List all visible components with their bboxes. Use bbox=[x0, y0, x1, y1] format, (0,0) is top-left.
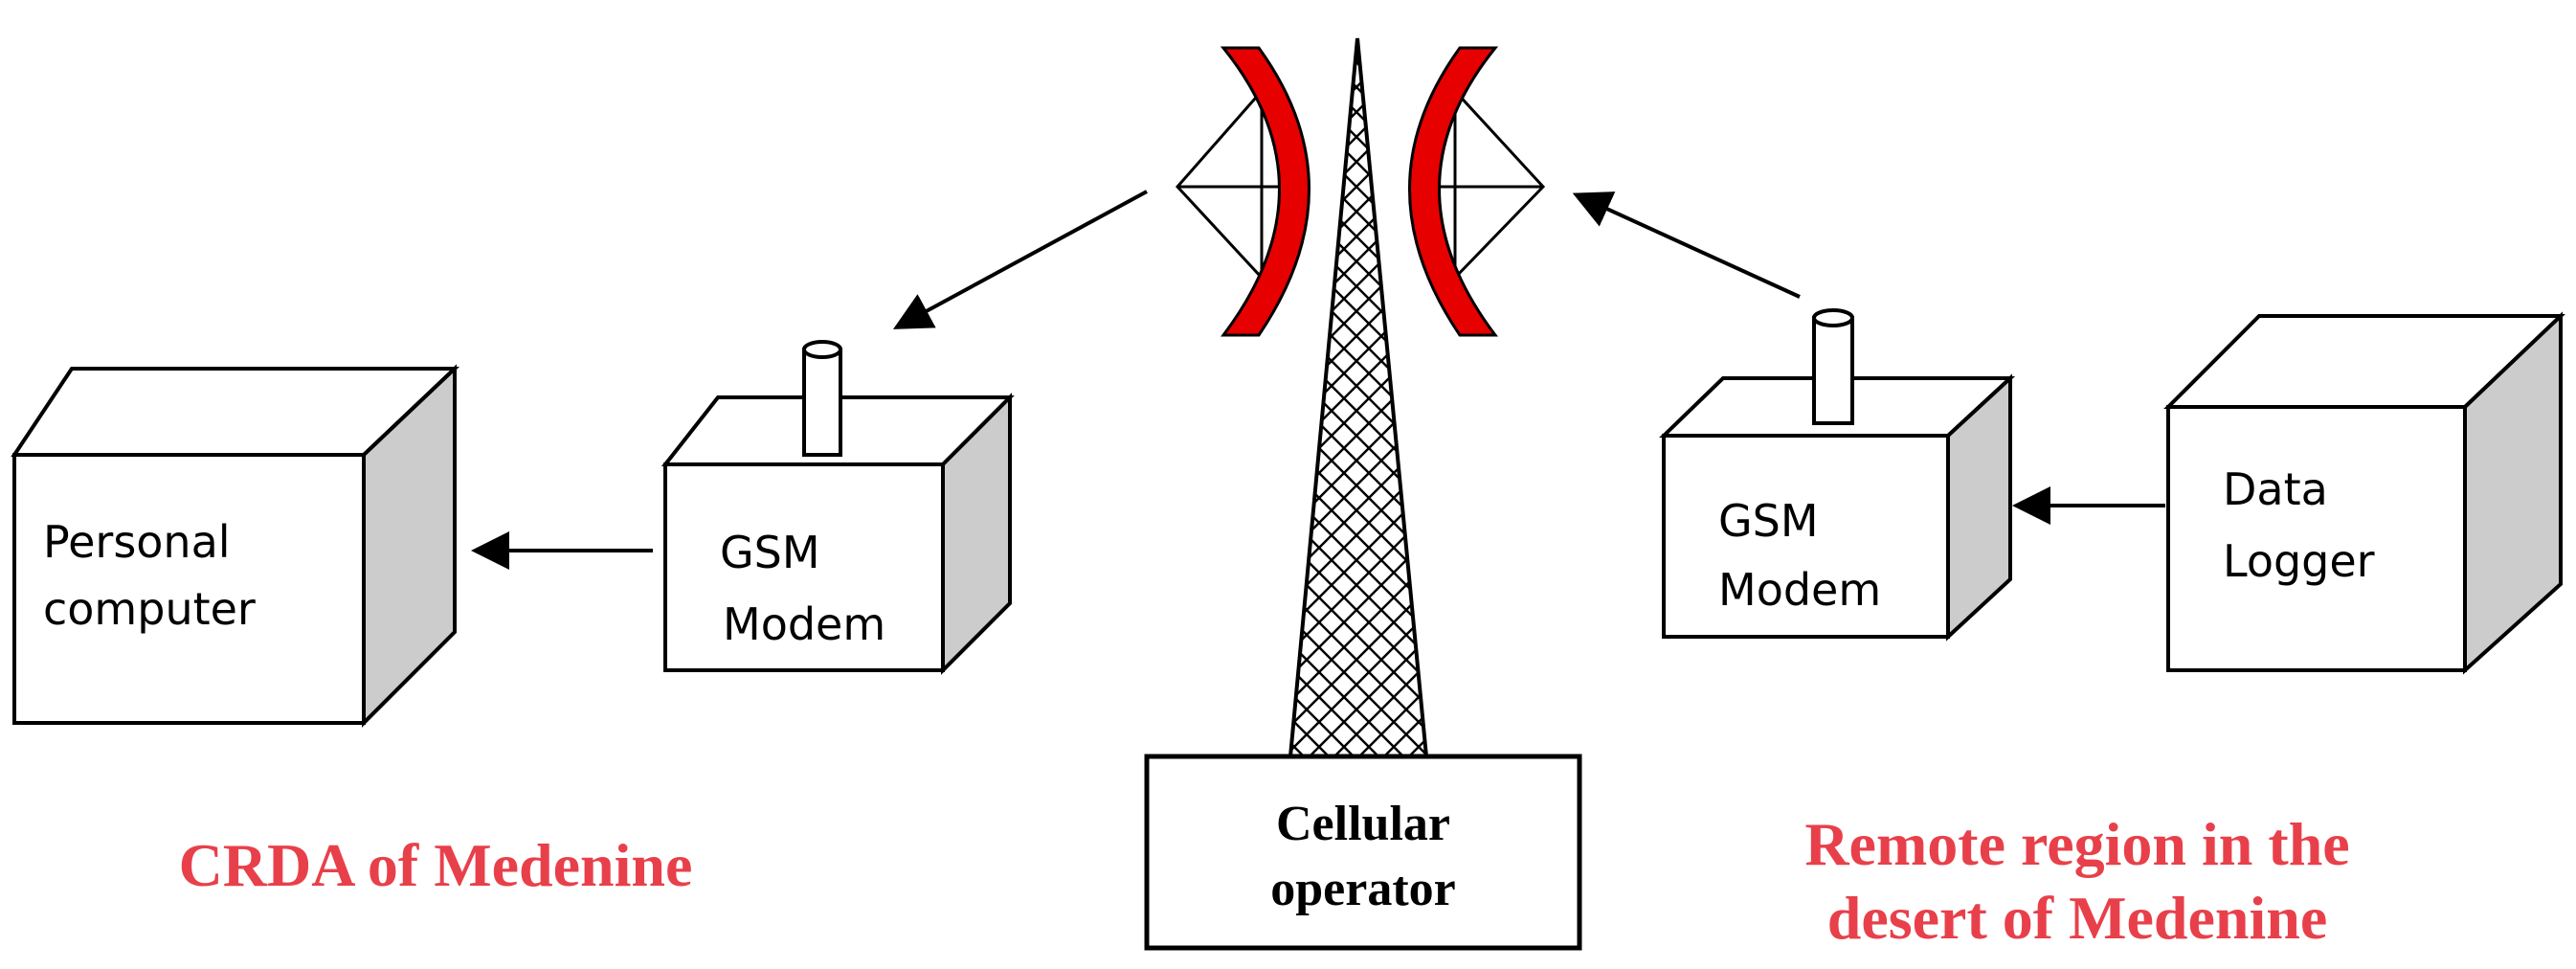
region-right-label-line1: Remote region in the bbox=[1804, 810, 2349, 878]
modem-left-label-line1: GSM bbox=[720, 527, 820, 578]
data-logger-box: Data Logger bbox=[2163, 311, 2566, 675]
arrow-tower-to-left-modem bbox=[892, 190, 1148, 329]
modem-left-front bbox=[663, 462, 945, 672]
modem-left-label-line2: Modem bbox=[723, 598, 885, 650]
right-dish-icon bbox=[1408, 46, 1546, 337]
modem-right-front bbox=[1662, 434, 1950, 639]
logger-label-line1: Data bbox=[2223, 463, 2328, 515]
modem-right-label-line2: Modem bbox=[1718, 564, 1881, 616]
region-left-label: CRDA of Medenine bbox=[179, 831, 693, 899]
cellular-operator-box: Cellular operator bbox=[1144, 754, 1582, 951]
operator-label-line1: Cellular bbox=[1276, 797, 1450, 851]
pc-label-line1: Personal bbox=[43, 516, 231, 568]
antenna-icon bbox=[802, 340, 842, 457]
arrow-icon bbox=[471, 190, 2165, 570]
modem-right-label-line1: GSM bbox=[1718, 495, 1819, 547]
tower-lattice bbox=[1288, 37, 1429, 758]
pc-box-front bbox=[12, 453, 366, 725]
gsm-modem-right: GSM Modem bbox=[1659, 308, 2016, 642]
operator-label-line2: operator bbox=[1270, 862, 1455, 916]
logger-label-line2: Logger bbox=[2223, 535, 2375, 587]
region-right-label-line2: desert of Medenine bbox=[1827, 884, 2328, 952]
left-dish-icon bbox=[1175, 46, 1310, 337]
pc-label-line2: computer bbox=[43, 583, 256, 635]
gsm-modem-left: GSM Modem bbox=[661, 340, 1015, 675]
personal-computer-box: Personal computer bbox=[11, 364, 460, 728]
arrow-right-modem-to-tower bbox=[1572, 192, 1801, 299]
cell-tower-icon bbox=[1175, 37, 1546, 758]
logger-box-front bbox=[2166, 405, 2467, 672]
antenna-icon bbox=[1812, 308, 1854, 425]
